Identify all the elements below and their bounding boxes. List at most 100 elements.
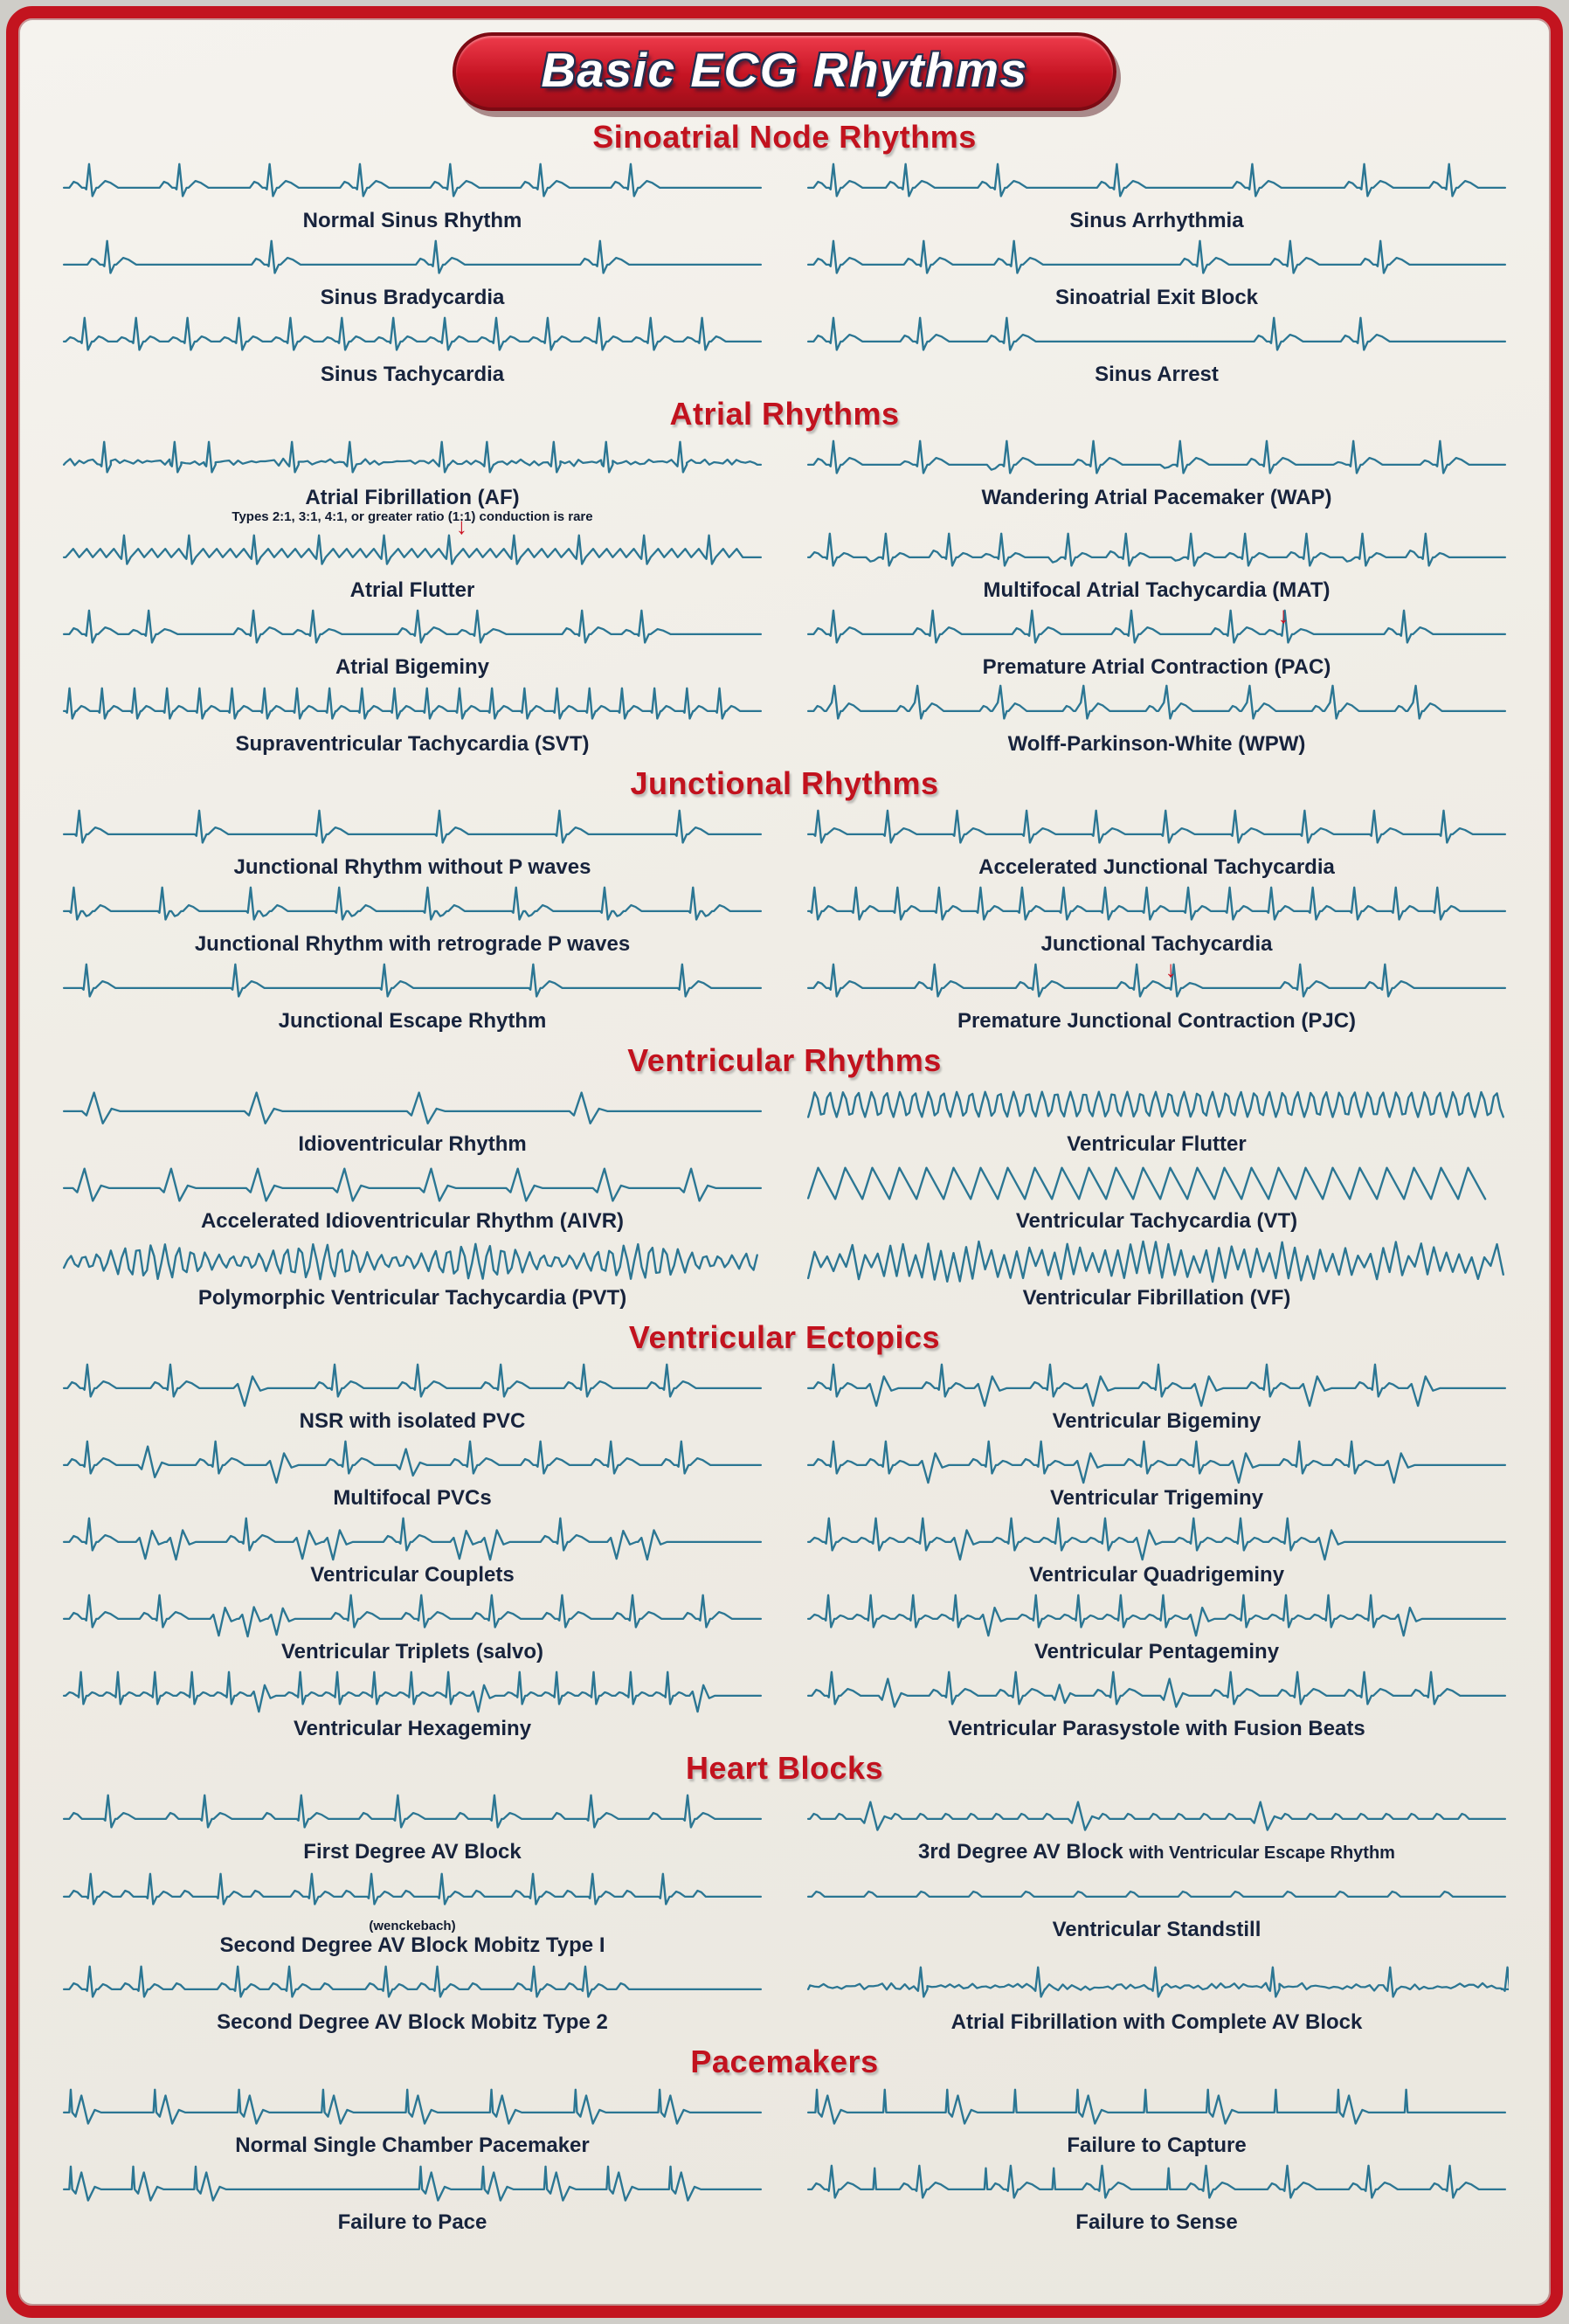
ecg-strip (60, 1158, 764, 1210)
ecg-strip-label: Ventricular Flutter (1067, 1132, 1247, 1156)
section-heading: Ventricular Rhythms (627, 1042, 942, 1078)
ecg-waveform-sinus_tachycardia (62, 316, 763, 351)
red-down-arrow-icon: ↓ (1277, 602, 1289, 628)
ecg-waveform-mobitz_1 (62, 1872, 763, 1906)
ecg-strip-cell: Atrial Fibrillation with Complete AV Blo… (805, 1959, 1509, 2034)
ecg-waveform-first_degree_avb (62, 1794, 763, 1829)
ecg-strip-label: Atrial Fibrillation with Complete AV Blo… (950, 2010, 1363, 2034)
ecg-strip-cell: Idioventricular Rhythm (60, 1081, 764, 1156)
ecg-waveform-pjc (806, 963, 1507, 998)
ecg-strip-label: Failure to Pace (337, 2210, 487, 2234)
ecg-strip-cell: Ventricular Trigeminy (805, 1435, 1509, 1510)
ecg-strip-label: Normal Single Chamber Pacemaker (235, 2134, 590, 2157)
ecg-strip-cell: 3rd Degree AV Block with Ventricular Esc… (805, 1788, 1509, 1864)
ecg-strip-cell: Ventricular Hexageminy (60, 1665, 764, 1740)
ecg-strip-cell: Normal Sinus Rhythm (60, 157, 764, 232)
ecg-strip-label: Atrial Fibrillation (AF) (305, 486, 520, 509)
ecg-waveform-sinus_arrest (806, 316, 1507, 351)
ecg-waveform-ventricular_trigeminy (806, 1440, 1507, 1484)
ecg-waveform-wpw (806, 684, 1507, 720)
ecg-strip (805, 2159, 1509, 2211)
ecg-strip-label-main: 3rd Degree AV Block (918, 1840, 1123, 1864)
ecg-strip (805, 1081, 1509, 1133)
ecg-strip (60, 804, 764, 856)
poster-content: Basic ECG Rhythms Sinoatrial Node Rhythm… (18, 18, 1551, 2243)
ecg-strip-cell: Junctional Tachycardia (805, 881, 1509, 956)
ecg-strip-label: Sinus Bradycardia (320, 286, 505, 309)
ecg-waveform-nsr (62, 163, 763, 197)
ecg-strip-cell: Ventricular Bigeminy (805, 1358, 1509, 1433)
ecg-strip-label: Idioventricular Rhythm (298, 1132, 527, 1156)
ecg-waveform-aivr (62, 1167, 763, 1202)
ecg-strip-cell: ↓ Premature Atrial Contraction (PAC) (805, 604, 1509, 679)
ecg-strip (805, 234, 1509, 287)
ecg-waveform-sinus_bradycardia (62, 239, 763, 274)
ecg-strip-label: Premature Atrial Contraction (PAC) (982, 655, 1331, 679)
ecg-strip-label: Atrial Flutter (349, 578, 475, 602)
ecg-strip-label: Accelerated Junctional Tachycardia (978, 855, 1335, 879)
ecg-strip-cell: Failure to Pace (60, 2159, 764, 2234)
ecg-waveform-polymorphic_vt (62, 1242, 758, 1281)
ecg-waveform-accelerated_junctional (806, 809, 1507, 844)
ecg-strip (805, 1435, 1509, 1487)
ecg-strip-label: Junctional Tachycardia (1040, 932, 1273, 956)
ecg-strip (60, 1588, 764, 1641)
ecg-waveform-failure_to_capture (806, 2088, 1507, 2125)
section-grid: Idioventricular Rhythm Ventricular Flutte… (60, 1081, 1509, 1311)
section-heading: Sinoatrial Node Rhythms (592, 119, 977, 155)
ecg-strip (805, 681, 1509, 733)
strip-note: (wenckebach) (369, 1919, 456, 1933)
ecg-strip (805, 157, 1509, 210)
ecg-waveform-ventricular_quadrigeminy (806, 1517, 1507, 1561)
ecg-strip-cell: Atrial Fibrillation (AF)Types 2:1, 3:1, … (60, 434, 764, 525)
ecg-strip-cell: Atrial Bigeminy (60, 604, 764, 679)
ecg-waveform-mat (806, 532, 1507, 567)
ecg-strip (60, 2082, 764, 2134)
ecg-strip: ↓ (805, 958, 1509, 1010)
ecg-waveform-failure_to_pace (62, 2165, 763, 2202)
ecg-strip (805, 881, 1509, 933)
ecg-strip (805, 1235, 1509, 1287)
ecg-waveform-third_degree_avb (806, 1801, 1507, 1831)
ecg-strip (60, 157, 764, 210)
ecg-waveform-wap (806, 439, 1507, 474)
ecg-strip-cell: Ventricular Tachycardia (VT) (805, 1158, 1509, 1233)
ecg-strip-cell: Sinus Tachycardia (60, 311, 764, 386)
section-heading: Junctional Rhythms (630, 765, 939, 801)
ecg-strip-label: Supraventricular Tachycardia (SVT) (235, 732, 590, 756)
ecg-strip-cell: ↓Premature Junctional Contraction (PJC) (805, 958, 1509, 1033)
ecg-waveform-sinus_arrhythmia (806, 163, 1507, 197)
ecg-strip-label: Second Degree AV Block Mobitz Type I (219, 1933, 605, 1957)
ecg-strip-cell: Ventricular Pentageminy (805, 1588, 1509, 1663)
ecg-strip-label: Accelerated Idioventricular Rhythm (AIVR… (200, 1209, 625, 1233)
ecg-strip (60, 1665, 764, 1718)
ecg-strip-cell: Ventricular Fibrillation (VF) (805, 1235, 1509, 1310)
ecg-strip-label: Ventricular Couplets (310, 1563, 515, 1587)
ecg-strip (60, 1511, 764, 1564)
ecg-strip-label: Premature Junctional Contraction (PJC) (957, 1009, 1357, 1033)
ecg-waveform-ventricular_triplets (62, 1594, 763, 1638)
ecg-strip-cell: Sinoatrial Exit Block (805, 234, 1509, 309)
ecg-strip-label: Ventricular Fibrillation (VF) (1022, 1286, 1291, 1310)
ecg-strip-cell: Normal Single Chamber Pacemaker (60, 2082, 764, 2157)
page-title: Basic ECG Rhythms (541, 43, 1028, 97)
ecg-strip: ↓ (805, 604, 1509, 656)
ecg-waveform-paced_normal (62, 2088, 763, 2125)
ecg-waveform-junctional_escape (62, 963, 763, 998)
section-heading: Pacemakers (690, 2044, 879, 2079)
ecg-strip-cell: Wandering Atrial Pacemaker (WAP) (805, 434, 1509, 525)
ecg-strip-label: Sinus Arrhythmia (1069, 209, 1244, 232)
ecg-strip-label: Multifocal Atrial Tachycardia (MAT) (983, 578, 1331, 602)
ecg-waveform-vfib (806, 1240, 1504, 1283)
ecg-strip (805, 1588, 1509, 1641)
title-banner: Basic ECG Rhythms (453, 32, 1116, 111)
ecg-strip-cell: Junctional Escape Rhythm (60, 958, 764, 1033)
ecg-waveform-junctional_tachycardia (806, 886, 1507, 921)
